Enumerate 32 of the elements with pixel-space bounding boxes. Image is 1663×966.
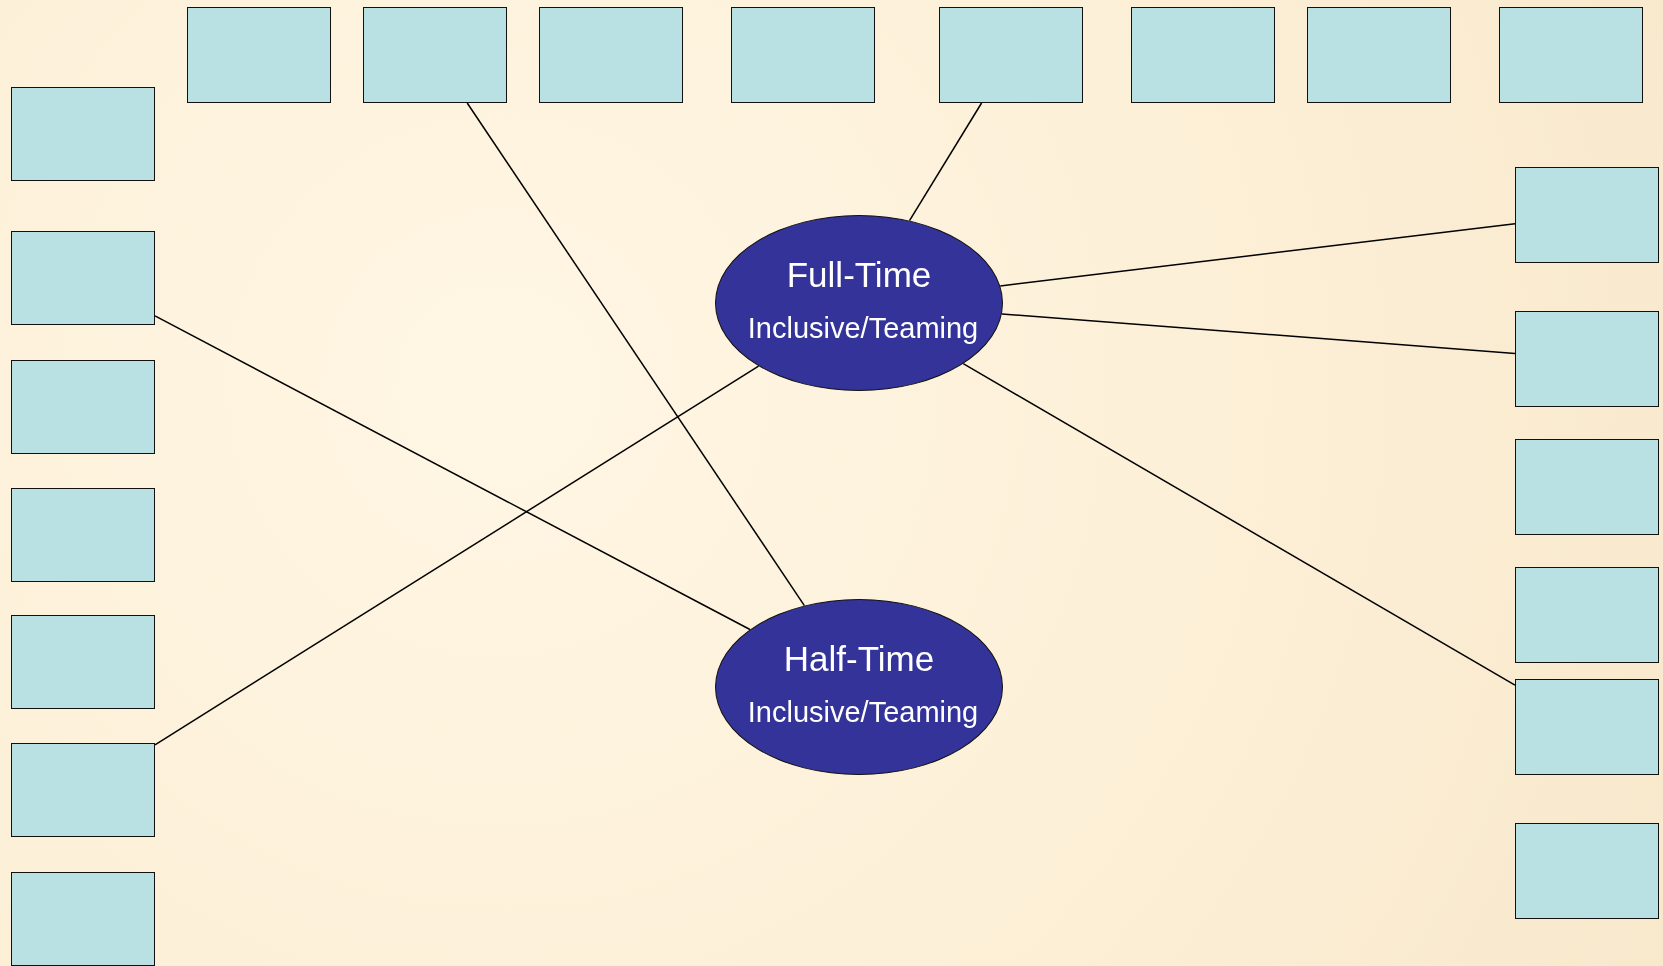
connector-line — [999, 222, 1516, 287]
connector-line — [908, 102, 983, 222]
empty-box — [1515, 823, 1659, 919]
empty-box — [187, 7, 331, 103]
empty-box — [1515, 567, 1659, 663]
empty-box — [1515, 679, 1659, 775]
empty-box — [539, 7, 683, 103]
empty-box — [11, 872, 155, 966]
empty-box — [1515, 311, 1659, 407]
empty-box — [1131, 7, 1275, 103]
node-title: Half-Time — [783, 641, 935, 676]
empty-box — [11, 615, 155, 709]
connector-line — [1001, 313, 1516, 355]
empty-box — [731, 7, 875, 103]
empty-box — [363, 7, 507, 103]
connector-line — [154, 365, 760, 746]
empty-box — [11, 360, 155, 454]
connector-line — [962, 362, 1516, 686]
connector-line — [154, 315, 751, 631]
empty-box — [1499, 7, 1643, 103]
empty-box — [11, 488, 155, 582]
node-subtitle: Inclusive/Teaming — [747, 698, 979, 727]
empty-box — [939, 7, 1083, 103]
node-subtitle: Inclusive/Teaming — [747, 314, 979, 343]
connector-line — [466, 102, 806, 607]
empty-box — [11, 87, 155, 181]
empty-box — [1515, 439, 1659, 535]
empty-box — [1307, 7, 1451, 103]
empty-box — [1515, 167, 1659, 263]
empty-box — [11, 231, 155, 325]
node-title: Full-Time — [786, 257, 932, 292]
empty-box — [11, 743, 155, 837]
